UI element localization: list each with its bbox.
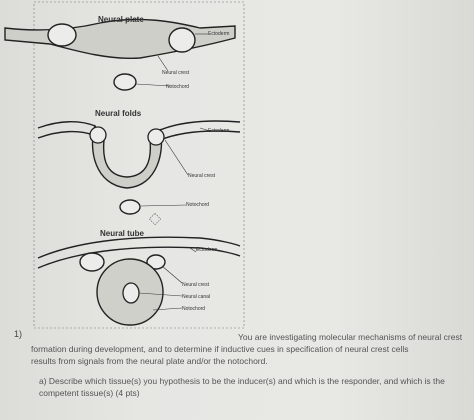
stage2-neural-crest-label: Neural crest — [188, 173, 216, 179]
stage3-notochord-label: Notochord — [182, 306, 205, 312]
notochord-1 — [113, 73, 137, 91]
figure-border — [33, 1, 245, 329]
scan-mark — [148, 212, 162, 226]
stage1-neural-crest-label: Neural crest — [162, 70, 190, 76]
stage3-title: Neural tube — [100, 229, 145, 238]
neural-crest-right — [168, 27, 196, 53]
question-part-a: a) Describe which tissue(s) you hypothes… — [39, 376, 445, 398]
question-line-3: results from signals from the neural pla… — [31, 356, 268, 366]
surface-ectoderm-left — [37, 121, 96, 139]
neural-folds-stage: Neural folds Ectoderm Neural crest Notoc… — [37, 109, 241, 215]
question-line-1: You are investigating molecular mechanis… — [238, 332, 463, 342]
stage3-ectoderm-label: Ectoderm — [196, 247, 217, 253]
neural-fold-tip-right — [147, 128, 165, 146]
surface-ectoderm-right — [159, 120, 241, 141]
neural-tube-stage: Neural tube Ectoderm Neural crest Neural… — [37, 229, 241, 326]
stage2-ectoderm-label: Ectoderm — [208, 128, 229, 134]
neural-tube-diagram: Neural plate Ectoderm Neural crest Notoc… — [4, 1, 245, 329]
stage2-notochord-label: Notochord — [186, 202, 209, 208]
neural-fold-tip-left — [89, 126, 107, 144]
question-number: 1) — [14, 329, 23, 339]
question-text: You are investigating molecular mechanis… — [31, 331, 471, 367]
neural-crest-3-right — [146, 254, 166, 270]
notochord-2 — [119, 199, 141, 215]
neural-plate-shape — [4, 18, 236, 60]
ectoderm-arc-inner — [37, 246, 241, 269]
stage1-ectoderm-label: Ectoderm — [208, 31, 229, 37]
neural-canal — [122, 282, 140, 304]
neural-crest-left — [47, 23, 77, 47]
stage3-neural-canal-label: Neural canal — [182, 294, 210, 300]
question-line-2: formation during development, and to det… — [31, 344, 409, 354]
stage2-title: Neural folds — [95, 109, 142, 118]
stage3-neural-crest-label: Neural crest — [182, 282, 210, 288]
neural-crest-3-left — [79, 252, 105, 272]
neural-plate-stage: Neural plate Ectoderm Neural crest Notoc… — [4, 15, 236, 91]
stage1-notochord-label: Notochord — [166, 84, 189, 90]
stage1-title: Neural plate — [98, 15, 144, 24]
ectoderm-arc-outer — [37, 236, 241, 259]
